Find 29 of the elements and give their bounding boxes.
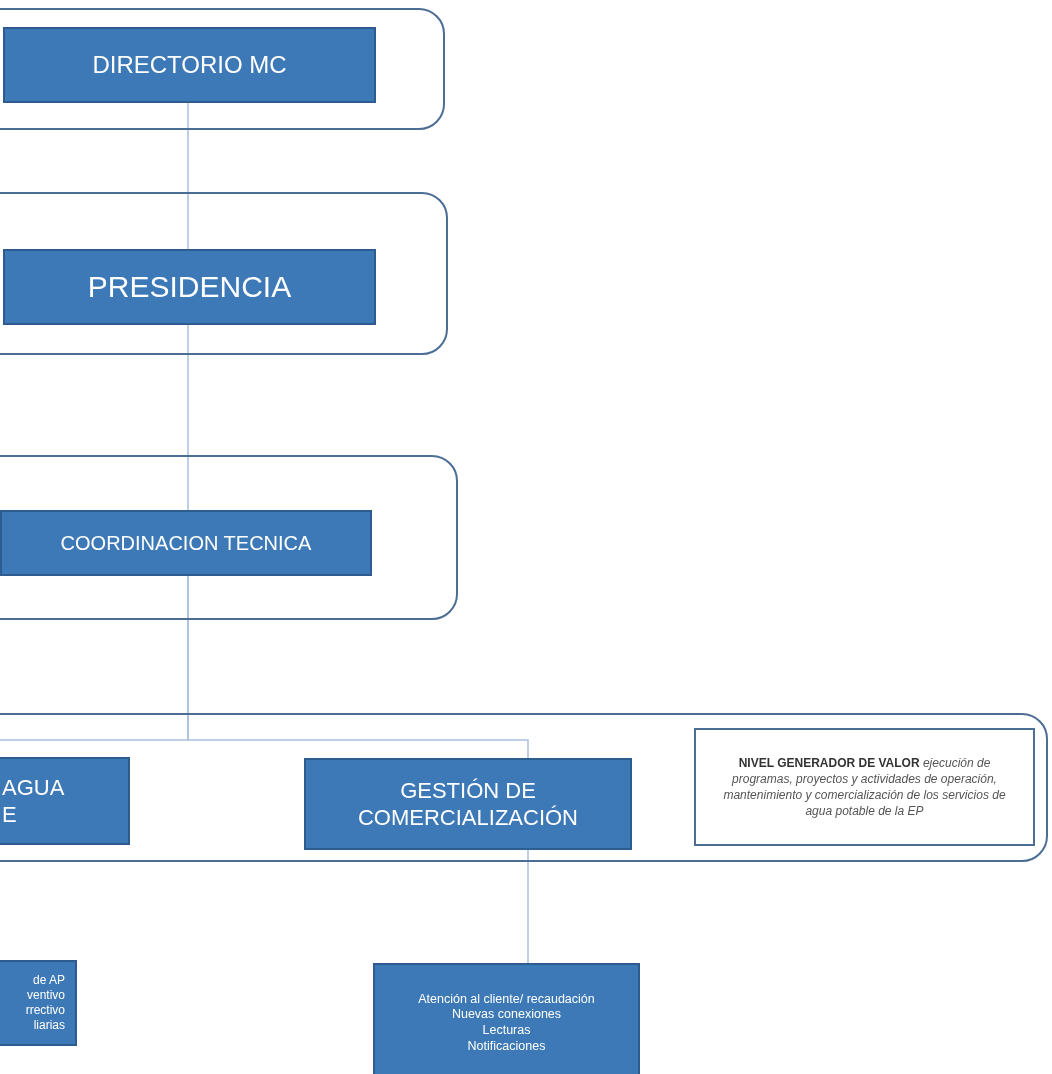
box-label: rrectivo <box>25 1003 65 1018</box>
box-label: DIRECTORIO MC <box>92 50 287 80</box>
connector-line <box>187 324 189 511</box>
connector-line <box>527 849 529 964</box>
box-label: Nuevas conexiones <box>451 1007 562 1023</box>
note-text: NIVEL GENERADOR DE VALOR ejecución de programas, proyectos y actividades de operación, mantenimiento y comercialización de los servicios de agua potable de la EP <box>722 754 1007 820</box>
connector-line <box>187 102 189 250</box>
level-band <box>0 713 1048 862</box>
org-box <box>0 510 372 576</box>
org-box <box>3 249 376 325</box>
org-box <box>373 963 640 1074</box>
org-box <box>304 758 632 850</box>
level-band <box>0 455 458 620</box>
box-label: COORDINACION TECNICA <box>60 530 312 556</box>
box-label: E <box>2 801 17 829</box>
org-box <box>3 27 376 103</box>
box-label: GESTIÓN DE COMERCIALIZACIÓN <box>357 776 579 832</box>
level-band <box>0 8 445 130</box>
box-label: de AP <box>32 973 65 988</box>
box-label: Notificaciones <box>467 1038 546 1055</box>
note-box <box>694 728 1035 846</box>
box-label: AGUA <box>2 773 65 801</box>
level-band <box>0 192 448 355</box>
box-label: Lecturas <box>482 1023 531 1039</box>
box-label: liarias <box>33 1018 65 1033</box>
box-label: ventivo <box>26 988 65 1003</box>
box-label: PRESIDENCIA <box>87 269 292 306</box>
connector-line <box>187 575 529 759</box>
box-label: Atención al cliente/ recaudación <box>418 991 595 1008</box>
